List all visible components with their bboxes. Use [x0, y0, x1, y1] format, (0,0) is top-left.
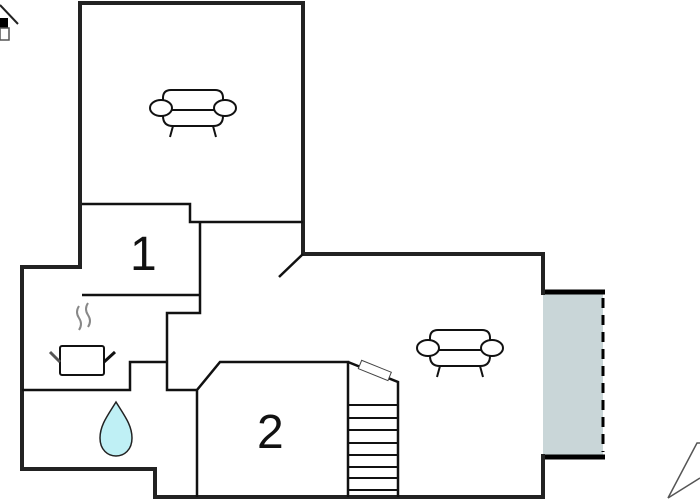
water-drop-icon — [99, 400, 133, 457]
door — [278, 253, 304, 278]
sofa-icon — [149, 89, 237, 138]
room-1-label: 1 — [130, 228, 157, 281]
stairs-icon — [347, 360, 400, 497]
balcony — [543, 293, 603, 456]
room-2-label: 2 — [257, 406, 284, 459]
house-icon — [0, 4, 19, 41]
compass-arrow-icon — [667, 442, 700, 499]
window-icon — [357, 359, 392, 382]
interior-walls — [22, 202, 350, 497]
cooking-pot-icon — [48, 302, 117, 376]
outer-walls — [20, 1, 545, 499]
sofa-icon — [416, 329, 504, 378]
